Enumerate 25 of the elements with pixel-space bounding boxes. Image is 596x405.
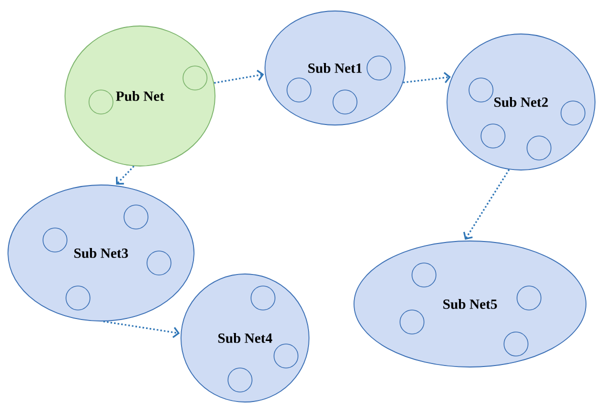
host-circle	[66, 286, 90, 310]
host-circle	[400, 310, 424, 334]
arrow	[214, 70, 264, 84]
host-circle	[516, 286, 542, 310]
arrow	[403, 72, 451, 84]
host-circle	[286, 78, 312, 102]
host-circle	[560, 100, 586, 126]
host-circle	[42, 228, 68, 252]
host-circle	[366, 56, 392, 80]
host-circle	[182, 66, 208, 90]
host-circle	[88, 90, 114, 114]
host-circle	[332, 90, 358, 114]
host-circle	[146, 250, 172, 276]
host-circle	[468, 78, 494, 102]
host-circle	[412, 262, 436, 288]
host-circle	[480, 124, 506, 148]
host-circle	[124, 204, 148, 230]
arrow	[103, 320, 180, 338]
host-circle	[526, 136, 552, 160]
host-circle	[504, 332, 528, 356]
host-circle	[274, 344, 298, 368]
host-circle	[228, 368, 252, 392]
arrow	[463, 169, 510, 240]
arrow	[116, 166, 134, 185]
host-circle	[250, 286, 276, 310]
